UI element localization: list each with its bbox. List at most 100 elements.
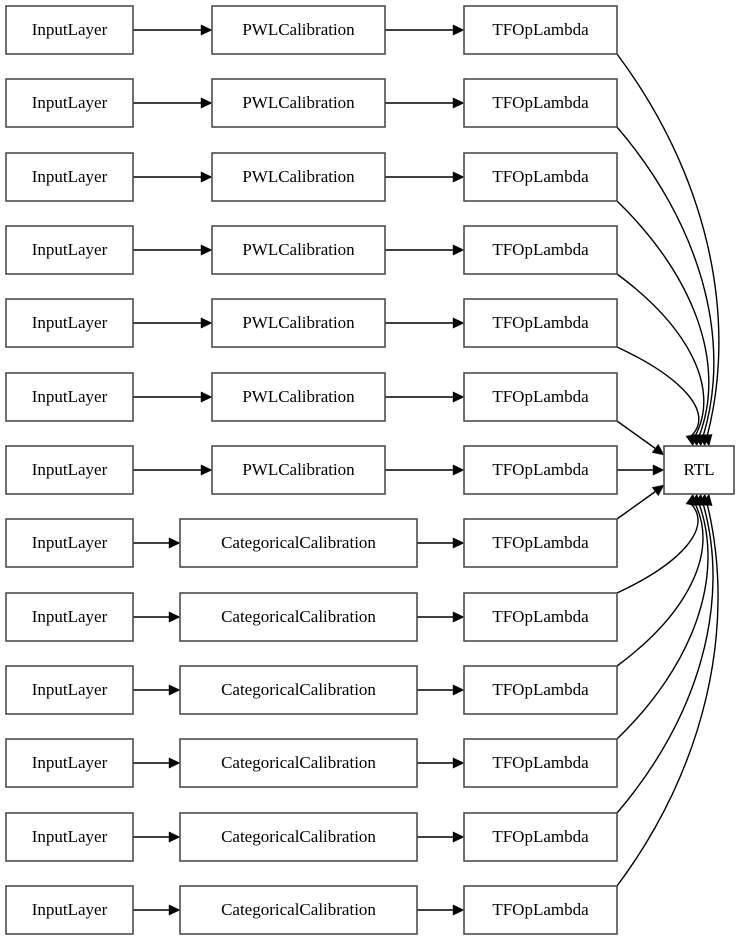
- node-tfoplambda-0[interactable]: TFOpLambda: [463, 5, 618, 55]
- node-tfoplambda-1[interactable]: TFOpLambda: [463, 78, 618, 128]
- node-calibration-7-box[interactable]: [179, 518, 418, 568]
- node-input-layer-4[interactable]: InputLayer: [5, 298, 134, 348]
- node-calibration-4-box[interactable]: [211, 298, 386, 348]
- node-calibration-1[interactable]: PWLCalibration: [211, 78, 386, 128]
- node-rtl-sink[interactable]: RTL: [663, 445, 735, 495]
- node-calibration-1-box[interactable]: [211, 78, 386, 128]
- node-input-layer-2-box[interactable]: [5, 152, 134, 202]
- edge-arrow-calibration-1: [452, 97, 465, 109]
- node-tfoplambda-5-label: TFOpLambda: [492, 387, 589, 406]
- node-calibration-9[interactable]: CategoricalCalibration: [179, 665, 418, 715]
- edge-arrow-calibration-6: [452, 464, 465, 476]
- node-tfoplambda-7-box[interactable]: [463, 518, 618, 568]
- node-tfoplambda-11[interactable]: TFOpLambda: [463, 812, 618, 862]
- node-calibration-0-box[interactable]: [211, 5, 386, 55]
- node-tfoplambda-12-box[interactable]: [463, 885, 618, 935]
- node-calibration-2-box[interactable]: [211, 152, 386, 202]
- node-tfoplambda-4[interactable]: TFOpLambda: [463, 298, 618, 348]
- node-calibration-7[interactable]: CategoricalCalibration: [179, 518, 418, 568]
- node-input-layer-0[interactable]: InputLayer: [5, 5, 134, 55]
- edge-lambda-9-to-rtl: [616, 503, 704, 667]
- node-input-layer-10[interactable]: InputLayer: [5, 738, 134, 788]
- node-tfoplambda-2[interactable]: TFOpLambda: [463, 152, 618, 202]
- node-calibration-6-box[interactable]: [211, 445, 386, 495]
- node-calibration-4[interactable]: PWLCalibration: [211, 298, 386, 348]
- node-tfoplambda-0-box[interactable]: [463, 5, 618, 55]
- node-input-layer-9[interactable]: InputLayer: [5, 665, 134, 715]
- node-tfoplambda-10[interactable]: TFOpLambda: [463, 738, 618, 788]
- node-input-layer-6-label: InputLayer: [32, 460, 108, 479]
- node-calibration-10-box[interactable]: [179, 738, 418, 788]
- node-input-layer-3[interactable]: InputLayer: [5, 225, 134, 275]
- node-tfoplambda-3-label: TFOpLambda: [492, 240, 589, 259]
- edge-lambda-7-to-rtl: [616, 491, 656, 520]
- node-tfoplambda-9-box[interactable]: [463, 665, 618, 715]
- node-calibration-12-box[interactable]: [179, 885, 418, 935]
- edge-lambda-5-to-rtl: [616, 420, 656, 449]
- node-calibration-11-box[interactable]: [179, 812, 418, 862]
- node-tfoplambda-6-box[interactable]: [463, 445, 618, 495]
- node-tfoplambda-10-box[interactable]: [463, 738, 618, 788]
- node-calibration-3[interactable]: PWLCalibration: [211, 225, 386, 275]
- node-calibration-9-box[interactable]: [179, 665, 418, 715]
- node-calibration-0[interactable]: PWLCalibration: [211, 5, 386, 55]
- node-input-layer-5-box[interactable]: [5, 372, 134, 422]
- node-rtl-sink-box[interactable]: [663, 445, 735, 495]
- node-input-layer-8-box[interactable]: [5, 592, 134, 642]
- node-calibration-3-box[interactable]: [211, 225, 386, 275]
- node-input-layer-12[interactable]: InputLayer: [5, 885, 134, 935]
- node-input-layer-7-box[interactable]: [5, 518, 134, 568]
- node-tfoplambda-3[interactable]: TFOpLambda: [463, 225, 618, 275]
- node-input-layer-6[interactable]: InputLayer: [5, 445, 134, 495]
- node-tfoplambda-8-box[interactable]: [463, 592, 618, 642]
- node-tfoplambda-8[interactable]: TFOpLambda: [463, 592, 618, 642]
- edge-arrow-input-5: [200, 391, 213, 403]
- node-calibration-6[interactable]: PWLCalibration: [211, 445, 386, 495]
- node-input-layer-9-box[interactable]: [5, 665, 134, 715]
- node-input-layer-4-box[interactable]: [5, 298, 134, 348]
- node-tfoplambda-1-box[interactable]: [463, 78, 618, 128]
- node-input-layer-11-box[interactable]: [5, 812, 134, 862]
- node-calibration-5[interactable]: PWLCalibration: [211, 372, 386, 422]
- edge-arrow-calibration-5: [452, 391, 465, 403]
- node-input-layer-1-label: InputLayer: [32, 93, 108, 112]
- node-tfoplambda-7-label: TFOpLambda: [492, 533, 589, 552]
- edge-arrow-calibration-0: [452, 24, 465, 36]
- node-tfoplambda-12[interactable]: TFOpLambda: [463, 885, 618, 935]
- node-input-layer-0-box[interactable]: [5, 5, 134, 55]
- node-input-layer-2[interactable]: InputLayer: [5, 152, 134, 202]
- node-calibration-10[interactable]: CategoricalCalibration: [179, 738, 418, 788]
- node-tfoplambda-7[interactable]: TFOpLambda: [463, 518, 618, 568]
- edge-arrow-input-7: [168, 537, 181, 549]
- node-tfoplambda-11-box[interactable]: [463, 812, 618, 862]
- node-input-layer-11[interactable]: InputLayer: [5, 812, 134, 862]
- node-calibration-8-box[interactable]: [179, 592, 418, 642]
- node-tfoplambda-5-box[interactable]: [463, 372, 618, 422]
- node-calibration-12-label: CategoricalCalibration: [221, 900, 376, 919]
- node-tfoplambda-6[interactable]: TFOpLambda: [463, 445, 618, 495]
- node-tfoplambda-9[interactable]: TFOpLambda: [463, 665, 618, 715]
- node-calibration-5-box[interactable]: [211, 372, 386, 422]
- node-input-layer-12-box[interactable]: [5, 885, 134, 935]
- node-tfoplambda-3-box[interactable]: [463, 225, 618, 275]
- node-tfoplambda-2-box[interactable]: [463, 152, 618, 202]
- node-input-layer-8[interactable]: InputLayer: [5, 592, 134, 642]
- edge-arrow-input-2: [200, 171, 213, 183]
- node-calibration-12[interactable]: CategoricalCalibration: [179, 885, 418, 935]
- node-calibration-11[interactable]: CategoricalCalibration: [179, 812, 418, 862]
- node-input-layer-7[interactable]: InputLayer: [5, 518, 134, 568]
- node-tfoplambda-5[interactable]: TFOpLambda: [463, 372, 618, 422]
- node-input-layer-3-box[interactable]: [5, 225, 134, 275]
- node-calibration-10-label: CategoricalCalibration: [221, 753, 376, 772]
- node-input-layer-10-box[interactable]: [5, 738, 134, 788]
- node-input-layer-5[interactable]: InputLayer: [5, 372, 134, 422]
- node-tfoplambda-1-label: TFOpLambda: [492, 93, 589, 112]
- node-input-layer-6-box[interactable]: [5, 445, 134, 495]
- node-tfoplambda-4-box[interactable]: [463, 298, 618, 348]
- node-calibration-8[interactable]: CategoricalCalibration: [179, 592, 418, 642]
- edge-arrow-5: [651, 443, 665, 456]
- node-input-layer-1-box[interactable]: [5, 78, 134, 128]
- node-calibration-2[interactable]: PWLCalibration: [211, 152, 386, 202]
- node-input-layer-1[interactable]: InputLayer: [5, 78, 134, 128]
